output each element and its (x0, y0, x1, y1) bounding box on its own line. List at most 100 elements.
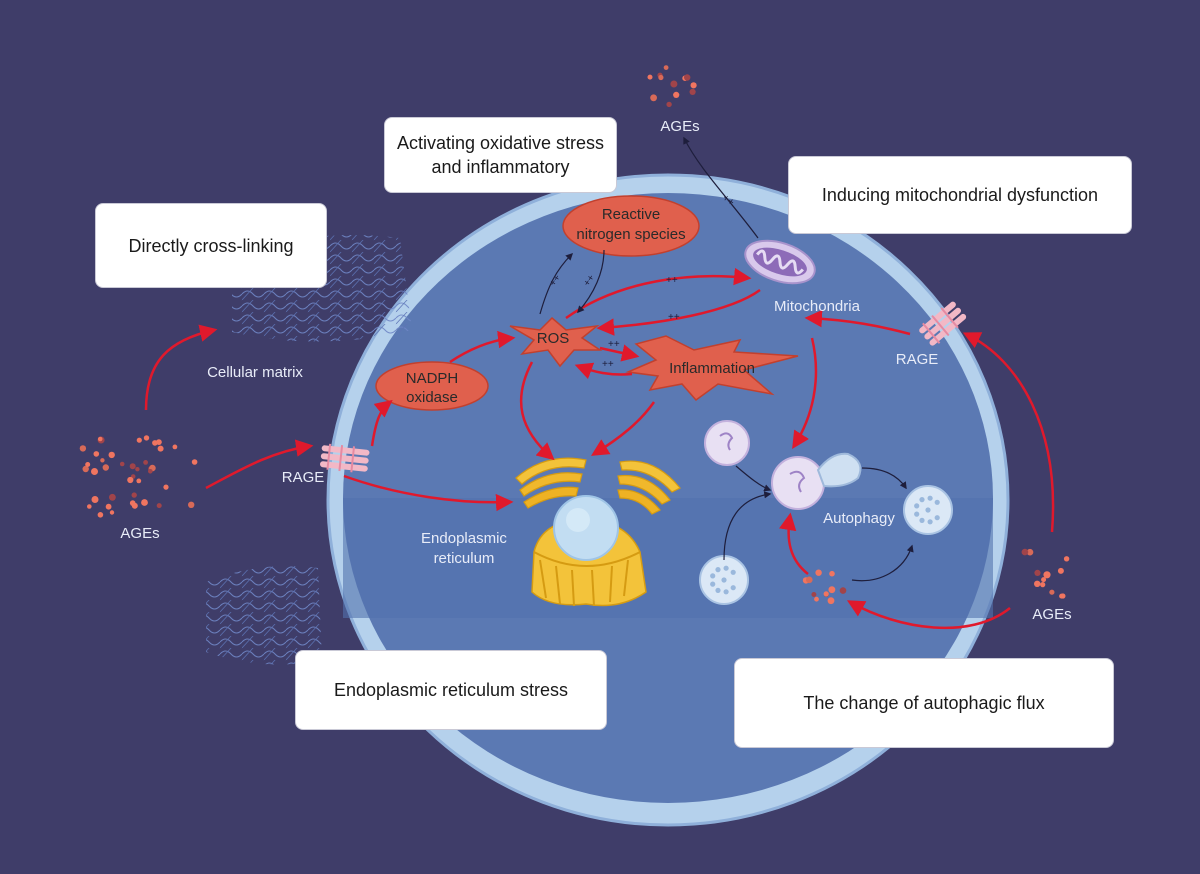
ages-particle (823, 591, 829, 597)
ages-particle (1043, 571, 1051, 579)
ages-particles-right (1021, 548, 1070, 599)
box-mitochondrial-dysfunction: Inducing mitochondrial dysfunction (788, 156, 1132, 234)
ages-particle (689, 88, 696, 95)
endoplasmic-reticulum-golgi-icon (515, 457, 681, 515)
arrow-ros-to-inflammation (599, 344, 640, 362)
plus-marker: ++ (668, 312, 680, 323)
ages-particle (670, 80, 678, 88)
box-er-stress: Endoplasmic reticulum stress (295, 650, 607, 730)
ages-particle (1049, 589, 1055, 595)
arrow-nadph-to-ros (449, 330, 516, 364)
ages-particle (136, 478, 142, 484)
label-autophagy: Autophagy (823, 510, 895, 527)
ages-particle (97, 436, 103, 442)
arrow-ages-to-rage (205, 439, 314, 490)
ages-particle (109, 493, 116, 501)
arrow-rage-to-mito (804, 309, 911, 336)
ages-particle (658, 74, 664, 81)
ages-particle (191, 459, 198, 465)
mitochondria-icon (744, 239, 816, 285)
ages-particle (1063, 556, 1070, 562)
ages-particle (172, 444, 178, 450)
label-er-line1: Endoplasmic (421, 530, 507, 547)
ages-particle (109, 510, 115, 515)
label-inflammation: Inflammation (669, 360, 755, 377)
arrow-inflammation-to-er (591, 401, 656, 456)
ages-particle (108, 451, 115, 459)
ages-particle (1059, 593, 1065, 599)
arrow-ages-to-matrix (144, 324, 218, 411)
vesicle-dot (927, 519, 933, 525)
vesicle-dot (715, 587, 721, 594)
ages-particle (91, 496, 99, 503)
vesicle-dot (934, 499, 940, 505)
red-pathway-arrows (144, 267, 1055, 630)
arrow-rage-to-er (343, 474, 514, 512)
label-nadph-line1: NADPH (405, 370, 459, 387)
vesicle-dot (710, 581, 716, 587)
ages-particle (100, 458, 105, 463)
ages-particle (136, 437, 142, 443)
box-autophagic-flux: The change of autophagic flux (734, 658, 1114, 748)
label-ros: ROS (536, 330, 570, 347)
ages-particle (97, 512, 104, 518)
label-ages-right: AGEs (1032, 606, 1072, 623)
ages-particle (690, 82, 697, 89)
label-nadph-line2: oxidase (406, 389, 458, 406)
label-mitochondria: Mitochondria (774, 298, 860, 315)
label-rage-right: RAGE (895, 351, 939, 368)
vesicle-dot (914, 511, 920, 517)
label-cellular-matrix: Cellular matrix (207, 364, 303, 381)
ages-particle (131, 502, 138, 509)
box-directly-cross-linking: Directly cross-linking (95, 203, 327, 288)
ages-particles-top (647, 65, 697, 108)
label-er-line2: reticulum (433, 550, 495, 567)
arrow-inside-to-autophagy (779, 512, 809, 575)
ages-particle (1041, 577, 1047, 583)
arrow-inflammation-to-ros (574, 362, 633, 380)
arrow-ros-to-mito (565, 267, 752, 320)
arrow-mito-to-ros (596, 288, 761, 336)
ages-particle (119, 461, 125, 467)
ages-particle (157, 445, 164, 452)
ages-particle (1040, 582, 1046, 588)
ages-particle (188, 501, 195, 508)
label-rage-left: RAGE (281, 469, 325, 486)
label-rns-line2: nitrogen species (576, 226, 686, 243)
vesicle-dot (919, 497, 925, 503)
vesicle-dot (715, 567, 721, 573)
ages-particle (1034, 569, 1041, 577)
ages-particle (91, 468, 98, 475)
vesicle-dot (721, 577, 727, 583)
black-pathway-arrows (539, 136, 914, 582)
ages-particle (85, 462, 91, 467)
ages-particle (647, 74, 653, 80)
vesicle-dot (919, 517, 925, 524)
vesicle-dot (723, 589, 729, 595)
ages-particle (135, 467, 140, 472)
arrow-ages-to-rage-right (962, 332, 1055, 533)
vesicle-dot (934, 515, 940, 521)
vesicle-dot (914, 503, 920, 509)
rage-receptor-left-icon (319, 443, 370, 473)
ages-particles-left (79, 435, 198, 518)
ages-particle (650, 94, 657, 102)
vesicle-dot (925, 507, 931, 513)
ages-particle (1034, 580, 1041, 587)
vesicle-dot (723, 565, 729, 571)
ages-particles-inside (802, 569, 847, 605)
ages-particle (814, 596, 819, 602)
ages-particle (673, 91, 680, 98)
ages-particle (666, 101, 672, 108)
ages-particle (1021, 548, 1029, 556)
rage-receptor-right-icon (919, 301, 967, 346)
ages-particle (156, 503, 162, 509)
nadph-oxidase-node (375, 361, 489, 411)
plus-marker: ++ (602, 359, 614, 370)
autolysosome-vesicles (699, 485, 953, 605)
plus-marker: ++ (608, 339, 620, 350)
vesicle-dot (927, 495, 933, 501)
ages-particle (163, 484, 169, 490)
reactive-nitrogen-species-node (562, 195, 700, 257)
